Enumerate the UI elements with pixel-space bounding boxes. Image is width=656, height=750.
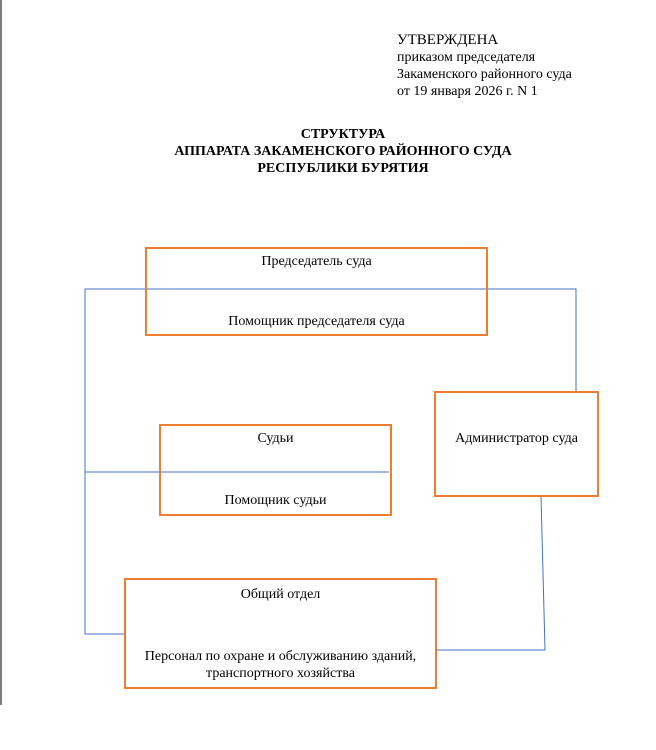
administrator-label: Администратор суда [455,431,578,446]
document-title: СТРУКТУРА АППАРАТА ЗАКАМЕНСКОГО РАЙОННОГ… [90,126,596,177]
approval-heading: УТВЕРЖДЕНА [397,32,499,48]
judge-assistant-label: Помощник судьи [224,493,327,508]
administrator-box [434,391,599,497]
title-line-2: АППАРАТА ЗАКАМЕНСКОГО РАЙОННОГО СУДА [174,144,512,159]
chairman-assistant-label: Помощник председателя суда [228,314,405,329]
maintenance-staff-line-2: транспортного хозяйства [206,666,355,681]
general-department-box [124,578,437,689]
chairman-box [145,247,488,336]
connector-chairman-admin [487,288,577,392]
connector-admin-general [436,495,546,651]
approval-order-line: приказом председателя [397,50,536,65]
approval-court-line: Закаменского районного суда [397,67,572,82]
approval-date-line: от 19 января 2026 г. N 1 [397,84,538,99]
chairman-label: Председатель суда [261,254,372,269]
title-line-1: СТРУКТУРА [300,127,386,142]
judges-box [159,424,392,516]
judges-label: Судьи [257,431,294,446]
maintenance-staff-label: Персонал по охране и обслуживанию зданий… [124,648,437,682]
title-line-3: РЕСПУБЛИКИ БУРЯТИЯ [257,161,429,176]
general-department-label: Общий отдел [240,587,321,602]
maintenance-staff-line-1: Персонал по охране и обслуживанию зданий… [144,649,417,664]
page-left-edge [0,0,2,705]
approval-stamp: УТВЕРЖДЕНА приказом председателя Закамен… [397,32,637,100]
connector-main-loop [84,288,146,635]
